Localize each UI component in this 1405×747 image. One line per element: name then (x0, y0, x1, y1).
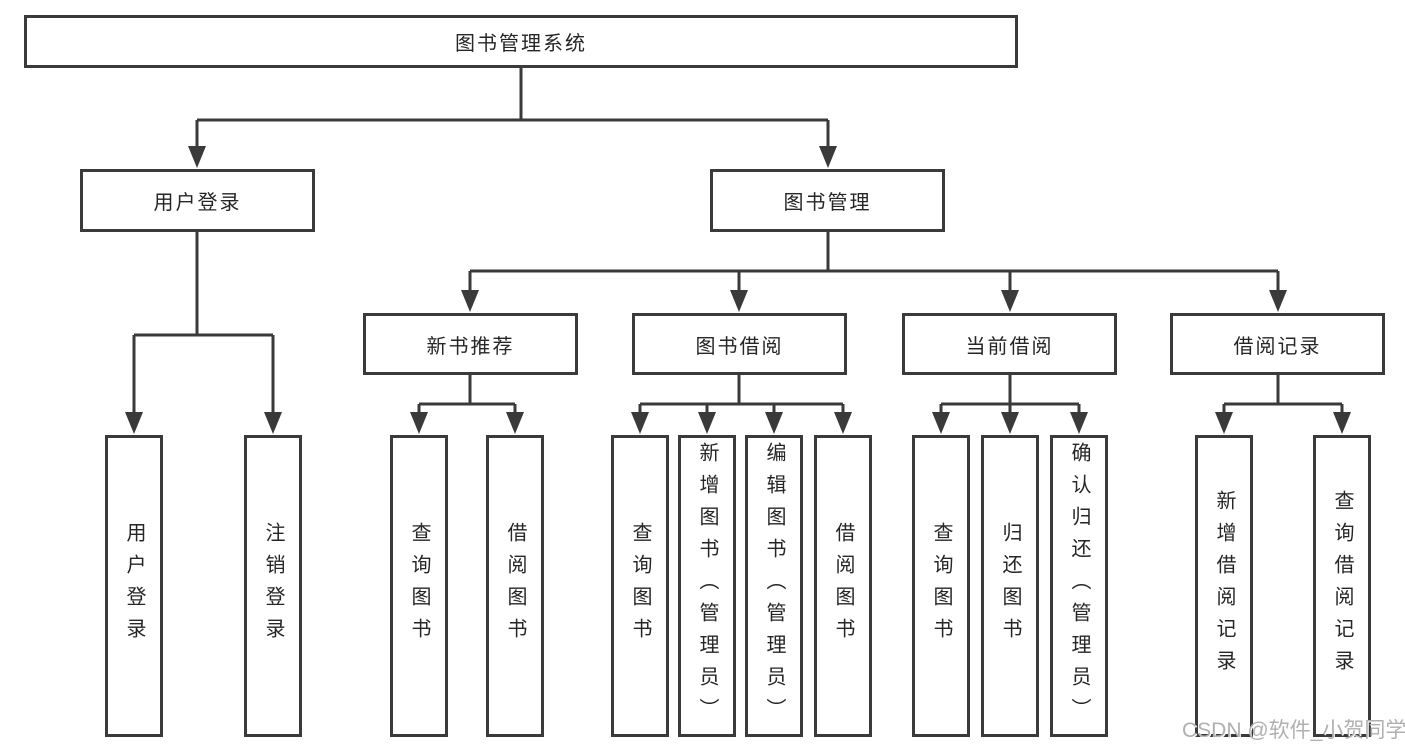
leaf-query-book-current: 查询图书 (912, 435, 970, 737)
leaf-user-login: 用户登录 (105, 435, 163, 737)
node-book-management: 图书管理 (710, 169, 945, 232)
node-root-system: 图书管理系统 (24, 15, 1018, 68)
node-borrow-record: 借阅记录 (1170, 313, 1385, 375)
edge-user-login-children (125, 232, 282, 434)
leaf-add-borrow-record: 新增借阅记录 (1195, 435, 1253, 737)
leaf-add-book-admin: 新增图书（管理员） (678, 435, 736, 737)
leaf-query-book-recommend: 查询图书 (390, 435, 448, 737)
edge-root-children (188, 68, 837, 168)
csdn-watermark: CSDN @软件_小贺同学 (1182, 719, 1405, 742)
node-current-borrow: 当前借阅 (902, 313, 1117, 375)
leaf-logout-login: 注销登录 (244, 435, 302, 737)
edge-current-borrow-children (932, 375, 1088, 434)
leaf-query-borrow-record: 查询借阅记录 (1313, 435, 1371, 737)
leaf-borrow-book-recommend: 借阅图书 (486, 435, 544, 737)
edge-book-borrow-children (631, 375, 852, 434)
node-book-borrow: 图书借阅 (632, 313, 847, 375)
leaf-edit-book-admin: 编辑图书（管理员） (745, 435, 803, 737)
leaf-borrow-book: 借阅图书 (814, 435, 872, 737)
node-new-book-recommend: 新书推荐 (363, 313, 578, 375)
leaf-return-book: 归还图书 (981, 435, 1039, 737)
leaf-query-book-borrow: 查询图书 (611, 435, 669, 737)
edge-book-management-children (461, 232, 1287, 312)
node-user-login: 用户登录 (80, 169, 315, 232)
edge-borrow-record-children (1215, 375, 1351, 434)
leaf-confirm-return-admin: 确认归还（管理员） (1050, 435, 1108, 737)
edge-new-book-recommend-children (410, 375, 524, 434)
